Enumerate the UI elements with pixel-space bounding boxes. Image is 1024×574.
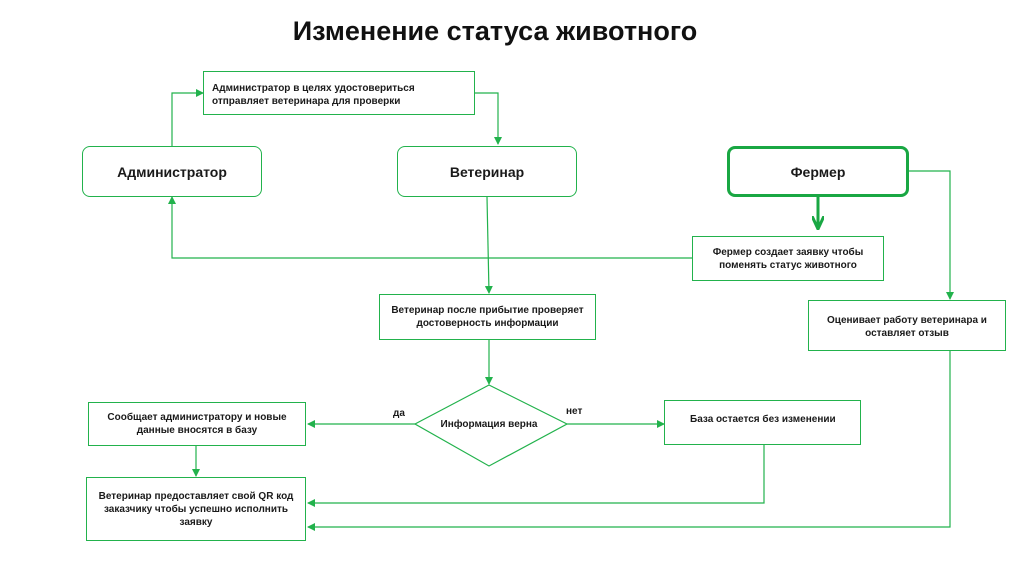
actor-farmer: Фермер [727, 146, 909, 197]
edge-rating-to-qr [307, 351, 951, 531]
step-qr-code-text: Ветеринар предоставляет свой QR код зака… [98, 491, 294, 528]
edge-db-to-qr [307, 445, 765, 507]
edge-no-label: нет [566, 406, 583, 417]
step-farmer-rates-text: Оценивает работу ветеринара и оставляет … [827, 315, 987, 339]
actor-veterinarian-label: Ветеринар [449, 164, 525, 180]
step-db-unchanged-text: База остается без изменении [690, 414, 836, 425]
step-report-admin-text: Сообщает администратору и новые данные в… [107, 412, 287, 436]
step-db-unchanged: База остается без изменении [664, 400, 861, 445]
edge-yes-label: да [393, 408, 405, 419]
actor-veterinarian: Ветеринар [397, 146, 577, 197]
actor-administrator-label: Администратор [117, 163, 227, 180]
step-vet-checks: Ветеринар после прибытие проверяет досто… [379, 294, 596, 340]
step-report-admin: Сообщает администратору и новые данные в… [88, 402, 306, 446]
decision-diamond [413, 384, 569, 467]
step-admin-sends-vet: Администратор в целях удостовериться отп… [203, 71, 475, 115]
edge-vet-to-check [484, 196, 493, 294]
edge-request-to-admin [168, 196, 692, 259]
actor-administrator: Администратор [82, 146, 262, 197]
step-admin-sends-vet-text: Администратор в целях удостовериться отп… [212, 83, 415, 107]
edge-farmer-to-rating [908, 170, 954, 300]
edge-note-to-vet [475, 92, 502, 145]
step-vet-checks-text: Ветеринар после прибытие проверяет досто… [391, 305, 584, 329]
edge-admin-to-note [171, 89, 204, 146]
decision-label: Информация верна [440, 419, 538, 430]
step-farmer-request: Фермер создает заявку чтобы поменять ста… [692, 236, 884, 281]
page-title: Изменение статуса животного [292, 16, 698, 46]
actor-farmer-label: Фермер [790, 163, 846, 180]
step-farmer-request-text: Фермер создает заявку чтобы поменять ста… [712, 246, 864, 271]
step-qr-code: Ветеринар предоставляет свой QR код зака… [86, 477, 306, 541]
step-farmer-rates: Оценивает работу ветеринара и оставляет … [808, 300, 1006, 351]
